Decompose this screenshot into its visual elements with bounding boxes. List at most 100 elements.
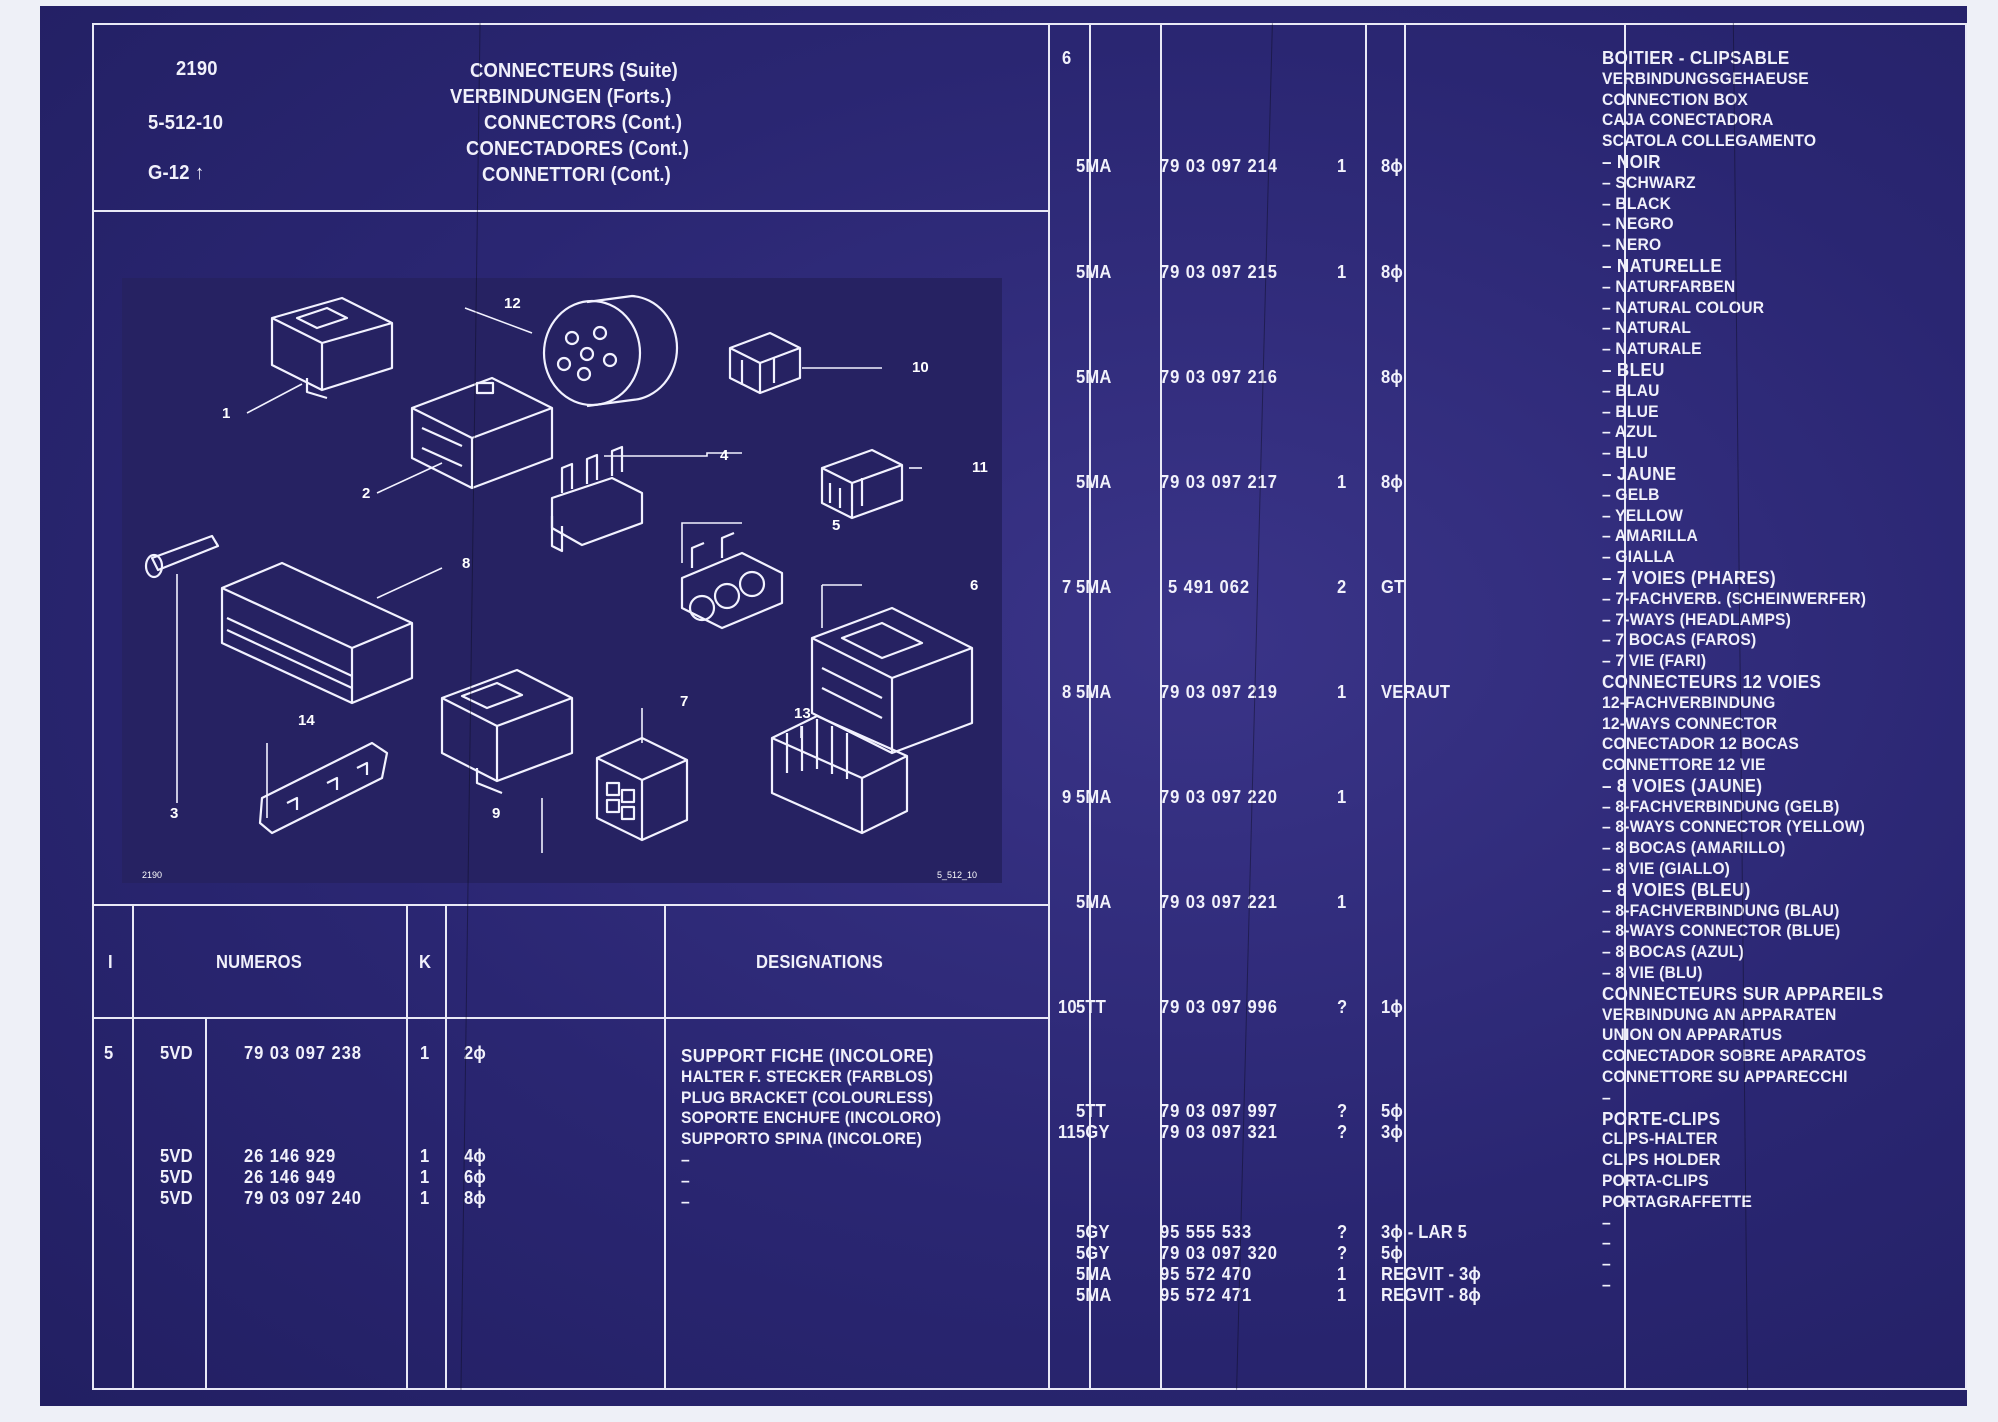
connector-1-drawing	[270, 296, 394, 400]
part-qty: 8ϕ	[1381, 472, 1403, 492]
designation-line: 12-WAYS CONNECTOR	[1602, 713, 1778, 733]
part-number: 26 146 949	[244, 1167, 337, 1187]
designation-line: – 8 VIE (GIALLO)	[1602, 859, 1731, 879]
part-number: 79 03 097 219	[1160, 682, 1278, 702]
row-index: 5	[104, 1043, 114, 1063]
part-k: 1	[1337, 1285, 1347, 1305]
part-prefix: 5MA	[1076, 577, 1112, 597]
part-prefix: 5VD	[160, 1188, 193, 1208]
title-it: CONNETTORI (Cont.)	[482, 164, 672, 186]
designation-line: – GIALLA	[1602, 547, 1675, 567]
part-prefix: 5MA	[1076, 1285, 1112, 1305]
part-prefix: 5MA	[1076, 367, 1112, 387]
callout-3: 3	[170, 805, 178, 822]
designation-dash: –	[681, 1191, 690, 1211]
designation-line: – NATURAL COLOUR	[1602, 297, 1765, 317]
part-number: 79 03 097 321	[1160, 1122, 1278, 1142]
col-header-designations: DESIGNATIONS	[756, 952, 884, 972]
callout-14: 14	[298, 712, 315, 729]
designation-line: – BLACK	[1602, 193, 1672, 213]
title-fr: CONNECTEURS (Suite)	[470, 60, 678, 82]
frame-left	[92, 23, 94, 1390]
illustration-code-left: 2190	[142, 870, 162, 880]
connector-9-drawing	[440, 668, 574, 795]
designation-line: SCATOLA COLLEGAMENTO	[1602, 131, 1817, 151]
designation-line: SOPORTE ENCHUFE (INCOLORO)	[681, 1108, 942, 1128]
designation-line: SUPPORTO SPINA (INCOLORE)	[681, 1129, 922, 1149]
designation-line: – NATURAL	[1602, 318, 1692, 338]
row-index: 8	[1062, 682, 1072, 702]
part-qty: 8ϕ	[1381, 262, 1403, 282]
part-prefix: 5MA	[1076, 472, 1112, 492]
designation-line: UNION ON APPARATUS	[1602, 1025, 1783, 1045]
table-header-divider	[92, 1017, 1050, 1019]
row-index: 7	[1062, 577, 1072, 597]
connector-drawing: 1 2 3 4 5 6 7 8 9 10 11 12 13 14 2190 5_…	[142, 294, 988, 880]
connector-illustration: 1 2 3 4 5 6 7 8 9 10 11 12 13 14 2190 5_…	[122, 278, 1002, 883]
callout-9: 9	[492, 805, 500, 822]
header-code-3: G-12 ↑	[148, 162, 205, 184]
col-line	[132, 904, 134, 1390]
part-k: 1	[1337, 682, 1347, 702]
designation-dash: –	[681, 1170, 690, 1190]
part-qty: REGVIT - 3ϕ	[1381, 1264, 1482, 1284]
part-k: 2	[1337, 577, 1347, 597]
row-index: 11	[1058, 1122, 1076, 1142]
col-line	[664, 904, 666, 1390]
designation-heading: BOITIER - CLIPSABLE	[1602, 47, 1790, 68]
connector-11-drawing	[820, 448, 904, 520]
part-number: 95 555 533	[1160, 1222, 1253, 1242]
part-prefix: 5MA	[1076, 262, 1112, 282]
illustration-divider	[92, 904, 1050, 906]
designation-line: CLIPS-HALTER	[1602, 1129, 1718, 1149]
callout-13: 13	[794, 705, 811, 722]
designation-line: – SCHWARZ	[1602, 172, 1696, 192]
film-scratch	[1236, 23, 1273, 1390]
col-line	[406, 904, 408, 1390]
designation-line: –	[1602, 1087, 1611, 1107]
designation-line: CONNETTORE SU APPARECCHI	[1602, 1067, 1848, 1087]
header-code-1: 2190	[176, 58, 218, 80]
title-de: VERBINDUNGEN (Forts.)	[450, 86, 672, 108]
designation-line: 12-FACHVERBINDUNG	[1602, 692, 1776, 712]
part-qty: REGVIT - 8ϕ	[1381, 1285, 1482, 1305]
part-qty: 8ϕ	[1381, 367, 1403, 387]
connector-8-drawing	[220, 561, 414, 705]
left-designation: SUPPORT FICHE (INCOLORE) HALTER F. STECK…	[681, 1045, 942, 1212]
col-line	[1624, 23, 1626, 1390]
part-prefix: 5GY	[1076, 1122, 1110, 1142]
designation-heading: – NOIR	[1602, 150, 1661, 172]
designation-line: – BLAU	[1602, 380, 1660, 400]
designation-heading: CONNECTEURS 12 VOIES	[1602, 670, 1822, 692]
designation-heading: – JAUNE	[1602, 462, 1677, 484]
connector-13-drawing	[770, 714, 909, 835]
part-k: 1	[1337, 472, 1347, 492]
designation-line: CONECTADOR 12 BOCAS	[1602, 734, 1799, 754]
designation-line: – NATURFARBEN	[1602, 276, 1736, 296]
clip-14-drawing	[258, 741, 389, 835]
part-number: 79 03 097 221	[1160, 892, 1278, 912]
callout-6: 6	[970, 577, 978, 594]
designation-heading: – 7 VOIES (PHARES)	[1602, 566, 1777, 588]
designation-line: SUPPORT FICHE (INCOLORE)	[681, 1045, 934, 1066]
part-qty: 6ϕ	[464, 1167, 486, 1187]
designation-line: –	[1602, 1275, 1611, 1295]
connector-6-drawing	[810, 606, 974, 755]
callout-12: 12	[504, 295, 521, 312]
designation-line: – 8-FACHVERBINDUNG (GELB)	[1602, 796, 1840, 816]
col-line	[1404, 23, 1406, 1390]
header-code-2: 5-512-10	[148, 112, 224, 134]
designation-line: – 7 BOCAS (FAROS)	[1602, 630, 1757, 650]
part-k: 1	[1337, 156, 1347, 176]
designation-line: – NERO	[1602, 235, 1662, 255]
connector-2-drawing	[410, 376, 554, 490]
part-number: 79 03 097 320	[1160, 1243, 1278, 1263]
part-number: 79 03 097 220	[1160, 787, 1278, 807]
callout-2: 2	[362, 485, 370, 502]
part-qty: 2ϕ	[464, 1043, 486, 1063]
connector-4-drawing	[550, 445, 644, 553]
designation-line: – 8-WAYS CONNECTOR (YELLOW)	[1602, 817, 1866, 837]
designation-line: – AMARILLA	[1602, 526, 1698, 546]
designation-line: VERBINDUNG AN APPARATEN	[1602, 1004, 1837, 1024]
designation-line: – 8-FACHVERBINDUNG (BLAU)	[1602, 900, 1840, 920]
